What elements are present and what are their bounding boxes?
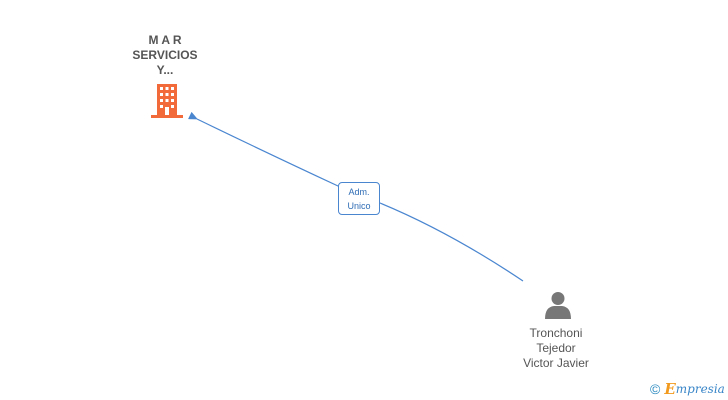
company-label-line: SERVICIOS <box>132 48 198 62</box>
building-icon[interactable] <box>151 84 183 124</box>
edge-label-line: Adm. <box>348 187 370 197</box>
person-label-line: Victor Javier <box>523 356 589 370</box>
person-label-line: Tejedor <box>536 341 576 355</box>
person-label-line: Tronchoni <box>529 326 583 340</box>
edge-role-label[interactable]: Adm. Unico <box>338 182 380 215</box>
company-node-label[interactable]: M A R SERVICIOS Y... <box>115 33 215 78</box>
brand-name: mpresia <box>675 382 725 396</box>
person-node-label[interactable]: Tronchoni Tejedor Victor Javier <box>500 326 612 371</box>
brand-initial: E <box>664 380 676 398</box>
copyright-icon: © <box>650 381 661 397</box>
company-label-line: M A R <box>148 33 182 47</box>
person-icon[interactable] <box>543 290 573 325</box>
company-label-line: Y... <box>156 63 174 77</box>
edge-label-line: Unico <box>347 201 371 211</box>
empresia-watermark: © E mpresia <box>650 379 725 399</box>
